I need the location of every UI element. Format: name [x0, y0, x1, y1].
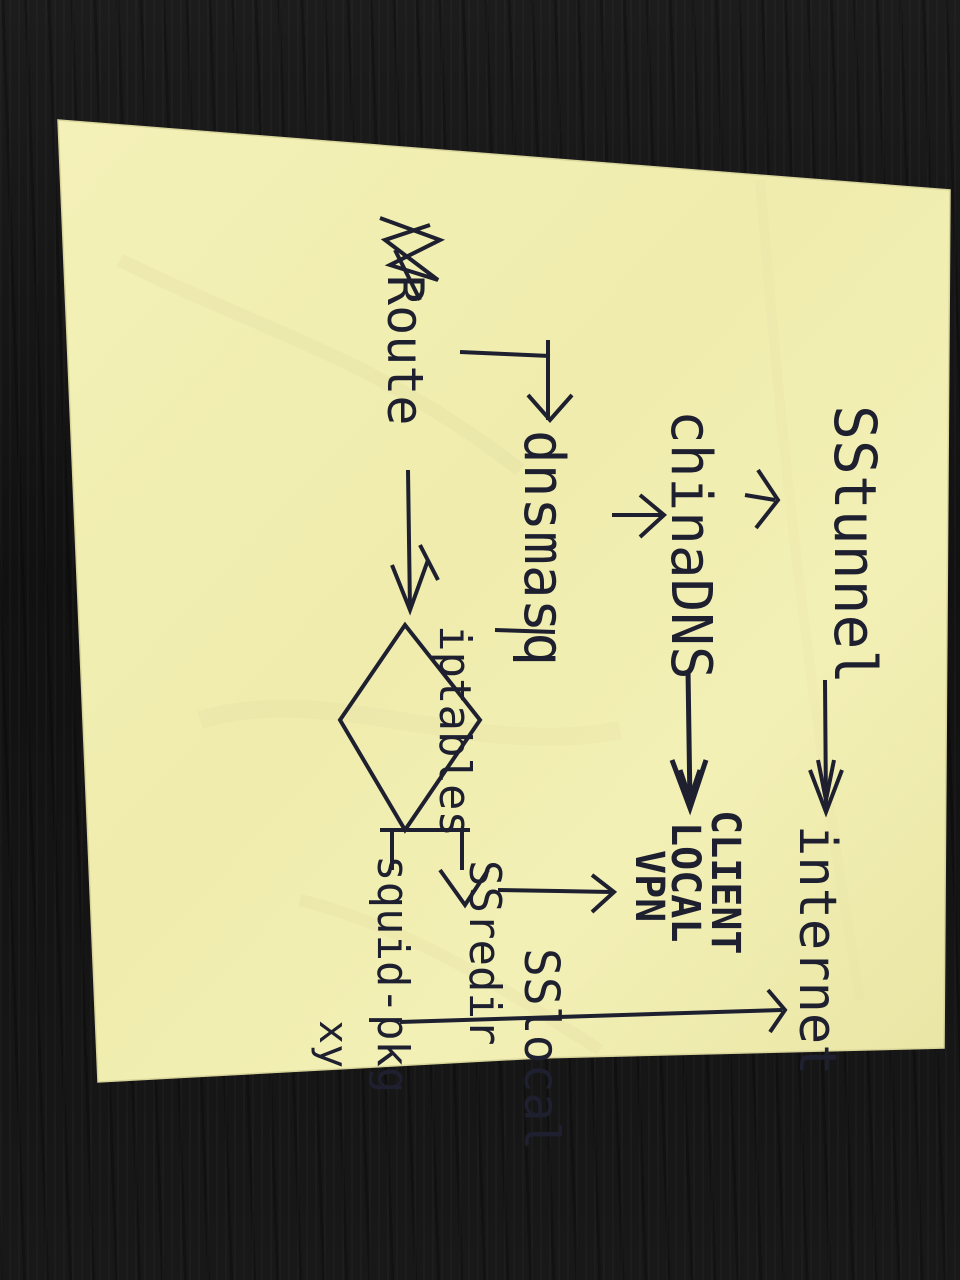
arrow-chinadns-to-sstunnel [744, 468, 781, 530]
dnsmasq-bracket-arrow [459, 340, 574, 424]
internet-label: internet [787, 825, 847, 1075]
route-scribble [379, 216, 446, 301]
paper-crease-shading [116, 179, 865, 1056]
iptables-label: iptables [429, 625, 480, 837]
arrow-redir-to-client [497, 873, 618, 914]
arrow-chinadns-to-client [669, 669, 709, 816]
route-label: Route [376, 275, 434, 426]
chinadns-label: chinaDNS [658, 410, 723, 680]
squid-label: squid-pkg [367, 855, 418, 1093]
bottom-line-to-internet [399, 988, 788, 1034]
arrow-route-to-iptables [390, 469, 440, 616]
local-label: LOCAL [662, 822, 708, 942]
vpn-label: VPN [626, 850, 672, 922]
dnsmasq-end-tick [494, 628, 556, 634]
sticky-note-paper [57, 119, 951, 1083]
client-label: CLIENT [702, 810, 748, 955]
branch-lines [380, 828, 490, 909]
dnsmasq-label: dnsmasq [511, 430, 576, 666]
ss-local-label: SSlocal [513, 948, 569, 1150]
xy-label: xy [310, 1020, 356, 1068]
arrow-sstunnel-to-internet [808, 679, 844, 818]
sstunnel-label: SStunnel [821, 405, 889, 684]
arrow-into-chinadns [612, 493, 668, 539]
